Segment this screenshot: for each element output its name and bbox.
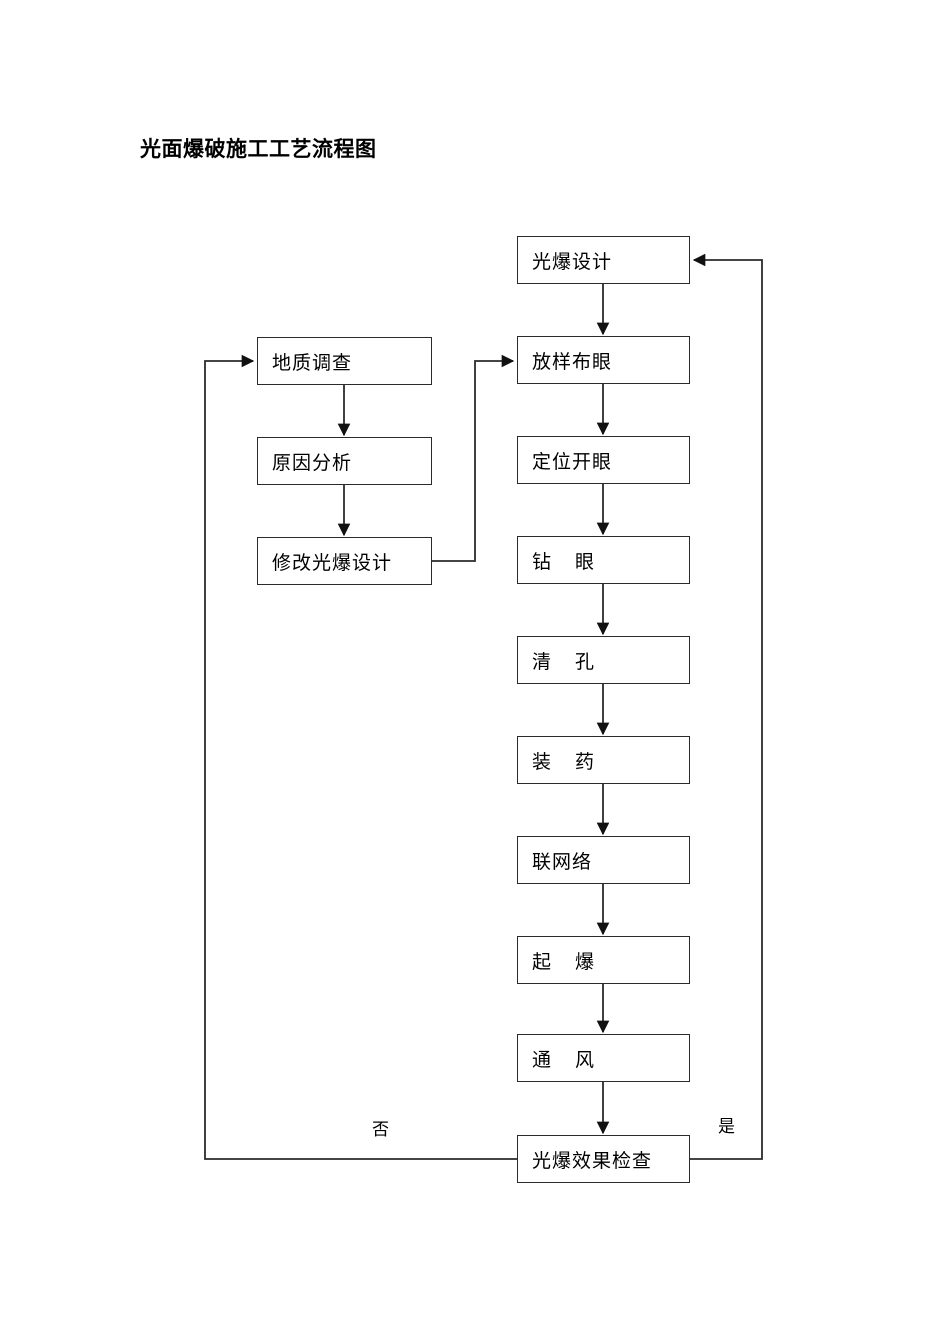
node-label: 光爆设计 bbox=[532, 251, 613, 273]
node-yuanyin-fenxi[interactable]: 原因分析 bbox=[257, 437, 432, 485]
node-lianwangluo[interactable]: 联网络 bbox=[517, 836, 690, 884]
edge-b3-n2 bbox=[432, 354, 515, 562]
node-dingwei-kaiyan[interactable]: 定位开眼 bbox=[517, 436, 690, 484]
node-guangbao-sheji[interactable]: 光爆设计 bbox=[517, 236, 690, 284]
node-label: 光爆效果检查 bbox=[532, 1150, 653, 1172]
node-zhuangyao[interactable]: 装 药 bbox=[517, 736, 690, 784]
node-xiugai-guangbao-sheji[interactable]: 修改光爆设计 bbox=[257, 537, 432, 585]
node-tongfeng[interactable]: 通 风 bbox=[517, 1034, 690, 1082]
page-title: 光面爆破施工工艺流程图 bbox=[140, 137, 377, 161]
edge-n10-b1-no bbox=[204, 354, 517, 1160]
node-dizhi-diaocha[interactable]: 地质调查 bbox=[257, 337, 432, 385]
node-label: 清 孔 bbox=[532, 651, 596, 673]
node-guangbao-xiaoguo-jiancha[interactable]: 光爆效果检查 bbox=[517, 1135, 690, 1183]
node-qingkong[interactable]: 清 孔 bbox=[517, 636, 690, 684]
node-label: 原因分析 bbox=[272, 452, 353, 474]
edge-label-no: 否 bbox=[372, 1120, 389, 1139]
node-label: 放样布眼 bbox=[532, 351, 613, 373]
node-label: 起 爆 bbox=[532, 951, 596, 973]
node-label: 联网络 bbox=[532, 851, 593, 873]
node-label: 定位开眼 bbox=[532, 451, 613, 473]
node-fangyang-buyan[interactable]: 放样布眼 bbox=[517, 336, 690, 384]
node-label: 通 风 bbox=[532, 1049, 596, 1071]
node-qibao[interactable]: 起 爆 bbox=[517, 936, 690, 984]
node-label: 地质调查 bbox=[272, 352, 353, 374]
node-label: 装 药 bbox=[532, 751, 596, 773]
node-label: 修改光爆设计 bbox=[272, 552, 393, 574]
node-zuanyan[interactable]: 钻 眼 bbox=[517, 536, 690, 584]
node-label: 钻 眼 bbox=[532, 551, 596, 573]
edge-label-yes: 是 bbox=[718, 1117, 735, 1136]
edge-n10-n1-yes bbox=[690, 253, 763, 1160]
